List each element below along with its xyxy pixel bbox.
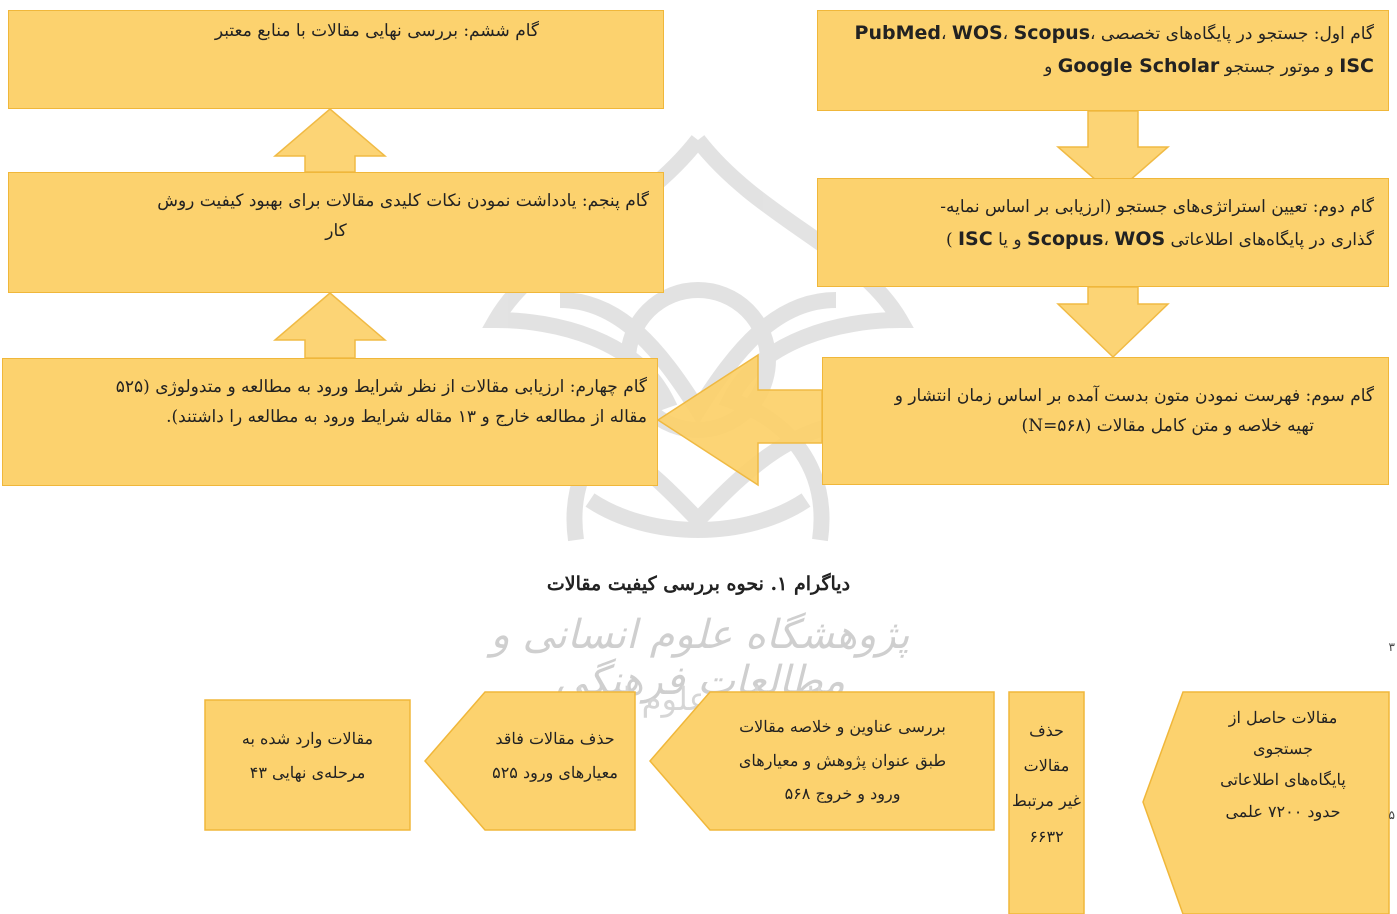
flow-step-2-shape bbox=[1008, 691, 1085, 914]
flow-step-1-shape bbox=[1142, 691, 1390, 914]
arrow-down-2 bbox=[1056, 286, 1170, 359]
step6-box: گام ششم: بررسی نهایی مقالات با منابع معت… bbox=[8, 10, 664, 109]
step3-box: گام سوم: فهرست نمودن متون بدست آمده بر ا… bbox=[822, 357, 1389, 485]
arrow-left-3 bbox=[656, 353, 823, 487]
diagram-caption: دیاگرام ۱. نحوه بررسی کیفیت مقالات bbox=[546, 573, 851, 595]
arrow-up-4 bbox=[272, 292, 388, 359]
flow-step-3-shape bbox=[649, 691, 995, 831]
step2-box: گام دوم: تعیین استراتژی‌های جستجو (ارزیا… bbox=[817, 178, 1389, 287]
flow-step-5-shape bbox=[204, 699, 411, 831]
flow-step-4-shape bbox=[424, 691, 636, 831]
arrow-up-5 bbox=[272, 108, 388, 173]
edge-mark-b: ۵ bbox=[1388, 808, 1395, 822]
edge-mark-a: ۳ bbox=[1388, 640, 1395, 654]
step4-box: گام چهارم: ارزیابی مقالات از نظر شرایط و… bbox=[2, 358, 658, 486]
step1-box: گام اول: جستجو در پایگاه‌های تخصصی PubMe… bbox=[817, 10, 1389, 111]
arrow-down-1 bbox=[1056, 110, 1170, 196]
step5-box: گام پنجم: یادداشت نمودن نکات کلیدی مقالا… bbox=[8, 172, 664, 293]
